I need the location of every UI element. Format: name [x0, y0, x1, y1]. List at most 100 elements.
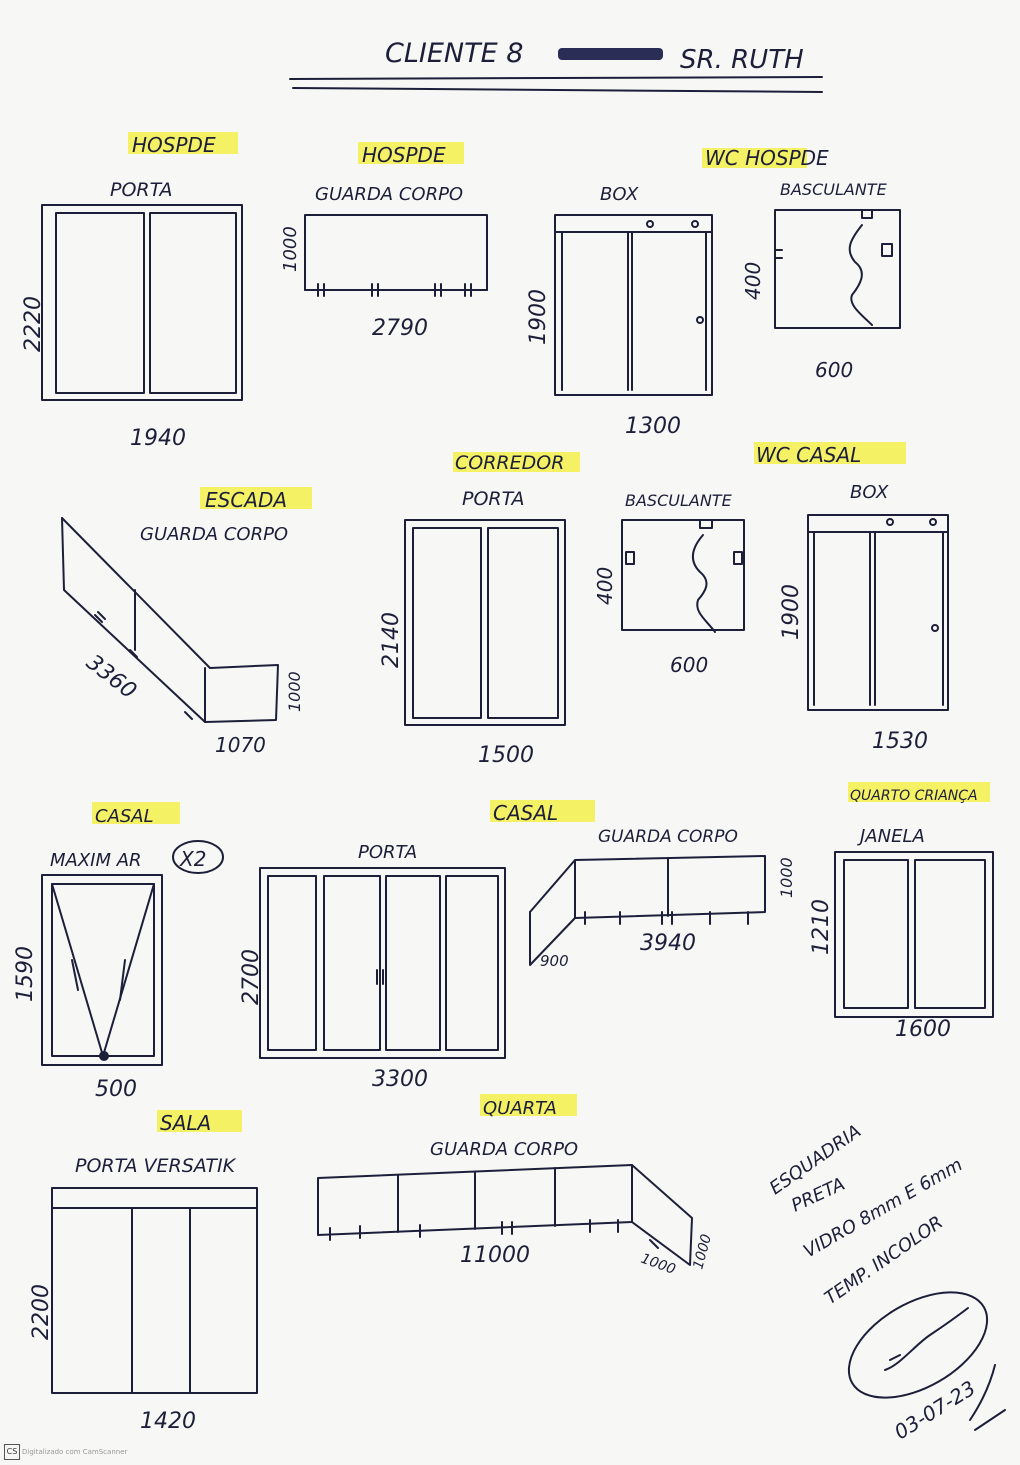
highlight	[128, 132, 238, 154]
side-width-dim: 1000	[639, 1251, 678, 1278]
signature-scribble	[884, 1307, 969, 1371]
scanner-badge: CS	[4, 1444, 20, 1460]
door-drawing	[51, 1187, 258, 1394]
item-wc-hospede-basculante: WC HOSPDE BASCULANTE 600 400	[702, 146, 901, 382]
basculante-drawing	[621, 519, 745, 633]
height-dim: 1000	[777, 857, 796, 898]
width-dim: 1940	[130, 426, 186, 451]
header: CLIENTE 8 SR. RUTH	[289, 38, 823, 93]
client-label: CLIENTE 8	[385, 38, 523, 69]
item-casal-maxim-ar: CASAL MAXIM AR X2 500 1590	[13, 802, 224, 1102]
diagonal-width-dim: 3360	[81, 650, 141, 704]
item-wc-casal-basculante: BASCULANTE 600 400	[593, 491, 745, 677]
item-casal-guarda-corpo: CASAL GUARDA CORPO 3940 900 1000	[490, 800, 796, 970]
width-dim: 3940	[640, 931, 696, 956]
room-label: CASAL	[493, 801, 558, 825]
item-type: GUARDA CORPO	[140, 524, 288, 545]
room-label: QUARTA	[483, 1098, 557, 1119]
side-width-dim: 900	[540, 952, 569, 970]
client-name: SR. RUTH	[680, 45, 804, 75]
signature: 03-07-23	[847, 1291, 1006, 1444]
header-underline-2	[292, 87, 823, 93]
quantity: X2	[179, 847, 206, 871]
item-sala-porta-versatik: SALA PORTA VERSATIK 1420 2200	[29, 1110, 258, 1434]
highlight	[358, 142, 464, 164]
item-hospede-guarda-corpo: HOSPDE GUARDA CORPO 2790 1000	[280, 142, 488, 341]
room-label: QUARTO CRIANÇA	[850, 788, 978, 804]
item-wc-casal-box: WC CASAL BOX 1530 1900	[754, 442, 949, 754]
pivot-point	[99, 1051, 109, 1061]
door-drawing	[259, 867, 506, 1059]
room-label: HOSPDE	[362, 143, 446, 167]
notes: ESQUADRIA PRETA VIDRO 8mm E 6mm TEMP. IN…	[766, 1121, 966, 1309]
width-dim: 1070	[215, 733, 266, 757]
item-quarta-guarda-corpo: QUARTA GUARDA CORPO 11000 1000 1000	[317, 1094, 715, 1278]
redacted-mark	[558, 48, 663, 60]
door-drawing	[41, 204, 243, 401]
item-wc-hospede-box: BOX 1300 1900	[526, 184, 713, 439]
highlight	[754, 442, 906, 464]
width-dim: 2790	[372, 316, 428, 341]
signature-tick	[969, 1364, 1006, 1431]
height-dim: 2220	[21, 296, 46, 352]
item-corredor-porta: CORREDOR PORTA 1500 2140	[379, 452, 580, 768]
item-type: GUARDA CORPO	[598, 827, 738, 847]
item-type: PORTA	[462, 488, 524, 510]
highlight	[92, 802, 180, 824]
item-casal-porta: PORTA 3300 2700	[239, 842, 506, 1092]
door-drawing	[404, 519, 566, 726]
height-dim: 1900	[779, 584, 804, 640]
item-quarto-crianca-janela: QUARTO CRIANÇA JANELA 1600 1210	[809, 782, 994, 1042]
height-dim: 2700	[239, 949, 264, 1005]
width-dim: 600	[815, 358, 853, 382]
railing-drawing	[304, 214, 488, 297]
highlight	[490, 800, 595, 822]
width-dim: 1600	[895, 1017, 951, 1042]
item-type: BOX	[600, 184, 639, 205]
highlight	[480, 1094, 577, 1116]
width-dim: 1500	[478, 743, 534, 768]
highlight	[848, 782, 990, 802]
room-label: HOSPDE	[132, 133, 216, 157]
highlight	[453, 452, 580, 472]
width-dim: 11000	[460, 1243, 530, 1268]
height-dim: 1000	[285, 671, 304, 712]
highlight	[157, 1110, 242, 1132]
item-type: BOX	[850, 482, 889, 503]
item-escada-guarda-corpo: ESCADA GUARDA CORPO 3360 1070 1000	[61, 487, 312, 757]
height-dim: 400	[593, 567, 617, 605]
width-dim: 1300	[625, 414, 681, 439]
room-label: CASAL	[95, 806, 154, 827]
width-dim: 600	[670, 653, 708, 677]
item-type: PORTA	[358, 842, 417, 863]
highlight	[702, 148, 807, 168]
width-dim: 500	[95, 1077, 137, 1102]
height-dim: 1210	[809, 899, 834, 955]
room-label: ESCADA	[205, 488, 287, 512]
item-type: GUARDA CORPO	[430, 1139, 578, 1160]
note-line: VIDRO 8mm E 6mm	[800, 1154, 966, 1262]
room-label: SALA	[160, 1111, 211, 1135]
width-dim: 1530	[872, 729, 928, 754]
item-hospede-porta: HOSPDE PORTA 1940 2220	[21, 132, 243, 451]
height-dim: 2200	[29, 1284, 54, 1340]
height-dim: 1000	[280, 226, 301, 272]
signature-date: 03-07-23	[890, 1376, 980, 1444]
highlight	[200, 487, 312, 509]
railing-drawing	[61, 517, 279, 723]
room-label: CORREDOR	[455, 452, 564, 474]
item-type: GUARDA CORPO	[315, 184, 463, 205]
railing-drawing	[529, 855, 766, 966]
item-type: PORTA VERSATIK	[75, 1155, 237, 1177]
quantity-circle	[172, 840, 224, 874]
basculante-drawing	[774, 209, 901, 329]
item-type: MAXIM AR	[50, 850, 142, 871]
height-dim: 1590	[13, 946, 38, 1002]
item-type: BASCULANTE	[625, 491, 733, 510]
height-dim: 1900	[526, 289, 551, 345]
width-dim: 3300	[372, 1067, 428, 1092]
room-label: WC CASAL	[756, 443, 861, 467]
header-underline	[289, 76, 823, 80]
item-type: PORTA	[110, 179, 172, 201]
